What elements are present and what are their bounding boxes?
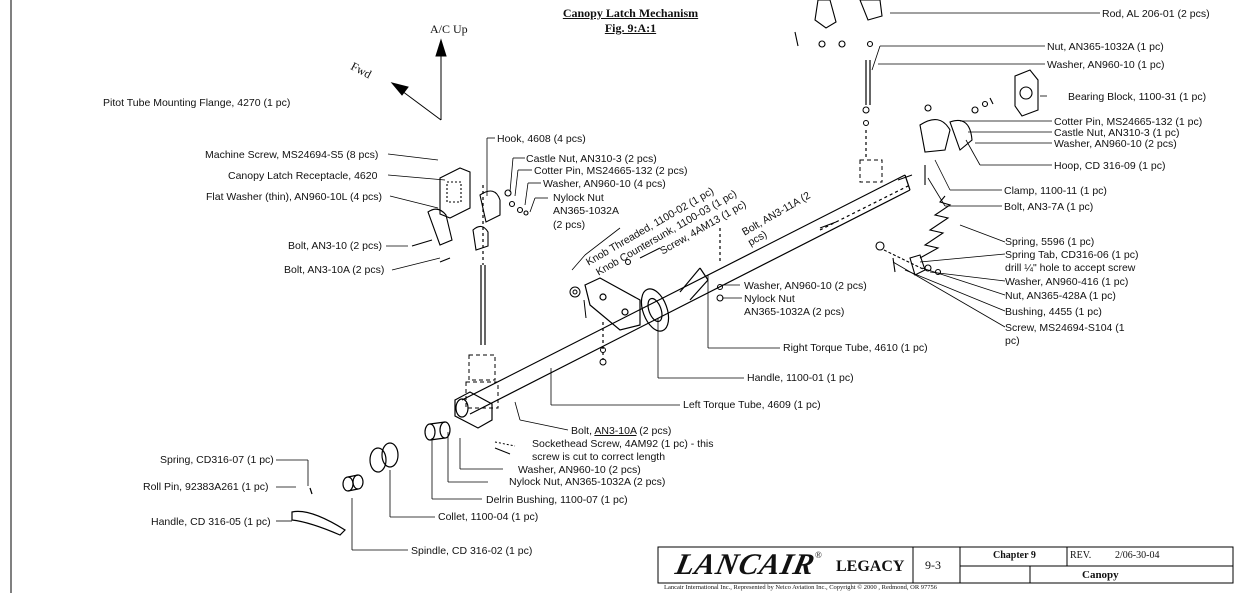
- label-screw-s104-2: pc): [1005, 335, 1020, 347]
- label-nylock-left-1: Nylock Nut: [553, 192, 604, 204]
- left-end-fitting: [454, 391, 493, 429]
- label-bolt-an3-10a-upper: Bolt, AN3-10A (2 pcs): [284, 264, 385, 276]
- label-bolt-an3-10: Bolt, AN3-10 (2 pcs): [288, 240, 382, 252]
- spring-assembly: [875, 195, 952, 276]
- label-bolt-lower-suffix: (2 pcs): [636, 425, 672, 437]
- leader-lines: [276, 12, 1100, 551]
- label-bolt-lower-part: AN3-10A: [594, 425, 637, 437]
- label-castle-right: Castle Nut, AN310-3 (1 pc): [1054, 127, 1180, 139]
- label-spring-5596: Spring, 5596 (1 pc): [1005, 236, 1095, 248]
- legacy-model: LEGACY: [836, 558, 905, 575]
- tube-hardware: [494, 106, 913, 455]
- label-washer-right: Washer, AN960-10 (1 pc): [1047, 59, 1165, 71]
- label-bolt-right: Bolt, AN3-7A (1 pc): [1004, 201, 1094, 213]
- label-cotter-right: Cotter Pin, MS24665-132 (1 pc): [1054, 116, 1203, 128]
- label-hoop: Hoop, CD 316-09 (1 pc): [1054, 160, 1166, 172]
- chapter-label: Chapter 9: [993, 550, 1036, 561]
- rev-label: REV.: [1070, 550, 1092, 561]
- label-washer-left: Washer, AN960-10 (4 pcs): [543, 178, 666, 190]
- label-nylock-left-3: (2 pcs): [553, 219, 586, 231]
- label-nut-right: Nut, AN365-1032A (1 pc): [1047, 41, 1164, 53]
- label-machine-screw: Machine Screw, MS24694-S5 (8 pcs): [205, 149, 379, 161]
- label-nylock-left-2: AN365-1032A: [553, 205, 619, 217]
- left-receptacle: [411, 167, 529, 263]
- label-sockethead-1: Sockethead Screw, 4AM92 (1 pc) - this: [532, 438, 714, 450]
- vertical-rods: [480, 60, 871, 360]
- label-spring-tab-2: drill ¼" hole to accept screw: [1005, 262, 1136, 274]
- label-spring-tab-1: Spring Tab, CD316-06 (1 pc): [1005, 249, 1139, 261]
- direction-up-label: A/C Up: [430, 22, 468, 36]
- label-nylock-mid-1: Nylock Nut: [744, 293, 795, 305]
- copyright-footer: Lancair International Inc., Represented …: [664, 584, 938, 591]
- label-left-torque-tube: Left Torque Tube, 4609 (1 pc): [683, 399, 821, 411]
- label-spindle: Spindle, CD 316-02 (1 pc): [411, 545, 533, 557]
- label-collet: Collet, 1100-04 (1 pc): [438, 511, 539, 523]
- label-nut-an365-428a: Nut, AN365-428A (1 pc): [1005, 290, 1116, 302]
- label-nylock-mid-2: AN365-1032A (2 pcs): [744, 306, 845, 318]
- label-receptacle: Canopy Latch Receptacle, 4620: [228, 170, 378, 182]
- label-pitot-flange: Pitot Tube Mounting Flange, 4270 (1 pc): [103, 97, 291, 109]
- label-flat-washer: Flat Washer (thin), AN960-10L (4 pcs): [206, 191, 383, 203]
- label-washer-right2: Washer, AN960-10 (2 pcs): [1054, 138, 1177, 150]
- lancair-logo: LANCAIR: [672, 548, 819, 581]
- page-number: 9-3: [925, 558, 941, 572]
- label-clamp: Clamp, 1100-11 (1 pc): [1004, 185, 1107, 197]
- label-bolt-lower-prefix: Bolt,: [571, 425, 595, 437]
- rev-value: 2/06-30-04: [1115, 550, 1160, 561]
- label-cotter-left: Cotter Pin, MS24665-132 (2 pcs): [534, 165, 688, 177]
- label-bushing: Bushing, 4455 (1 pc): [1005, 306, 1102, 318]
- right-side-parts: [919, 69, 1039, 185]
- title-block-frame: [657, 546, 1234, 584]
- direction-arrows: [390, 38, 447, 121]
- right-top-hooks: [794, 0, 883, 48]
- label-rod: Rod, AL 206-01 (2 pcs): [1102, 8, 1210, 20]
- lower-handle-parts: [291, 421, 451, 536]
- label-washer-an960-416: Washer, AN960-416 (1 pc): [1005, 276, 1129, 288]
- label-right-torque-tube: Right Torque Tube, 4610 (1 pc): [783, 342, 928, 354]
- figure-number: Fig. 9:A:1: [604, 21, 657, 35]
- diagram-title: Canopy Latch Mechanism: [562, 6, 699, 20]
- torque-tubes: [461, 174, 911, 415]
- label-delrin-bushing: Delrin Bushing, 1100-07 (1 pc): [486, 494, 628, 506]
- section-name: Canopy: [1082, 569, 1119, 581]
- label-washer-lower: Washer, AN960-10 (2 pcs): [518, 464, 641, 476]
- label-hook: Hook, 4608 (4 pcs): [497, 133, 586, 145]
- label-nylock-lower: Nylock Nut, AN365-1032A (2 pcs): [509, 476, 666, 488]
- registered-mark: ®: [815, 550, 822, 560]
- label-castle-left: Castle Nut, AN310-3 (2 pcs): [526, 153, 657, 165]
- handle-assembly: [584, 277, 670, 332]
- label-bearing-block: Bearing Block, 1100-31 (1 pc): [1068, 91, 1207, 103]
- label-washer-mid: Washer, AN960-10 (2 pcs): [744, 280, 867, 292]
- label-roll-pin: Roll Pin, 92383A261 (1 pc): [143, 481, 269, 493]
- label-handle-1100: Handle, 1100-01 (1 pc): [747, 372, 854, 384]
- label-handle-cd316: Handle, CD 316-05 (1 pc): [151, 516, 271, 528]
- label-screw-s104-1: Screw, MS24694-S104 (1: [1005, 322, 1125, 334]
- label-sockethead-2: screw is cut to correct length: [532, 451, 666, 463]
- label-bolt-lower: Bolt, AN3-10A (2 pcs): [571, 425, 671, 437]
- label-spring-cd316-07: Spring, CD316-07 (1 pc): [160, 454, 274, 466]
